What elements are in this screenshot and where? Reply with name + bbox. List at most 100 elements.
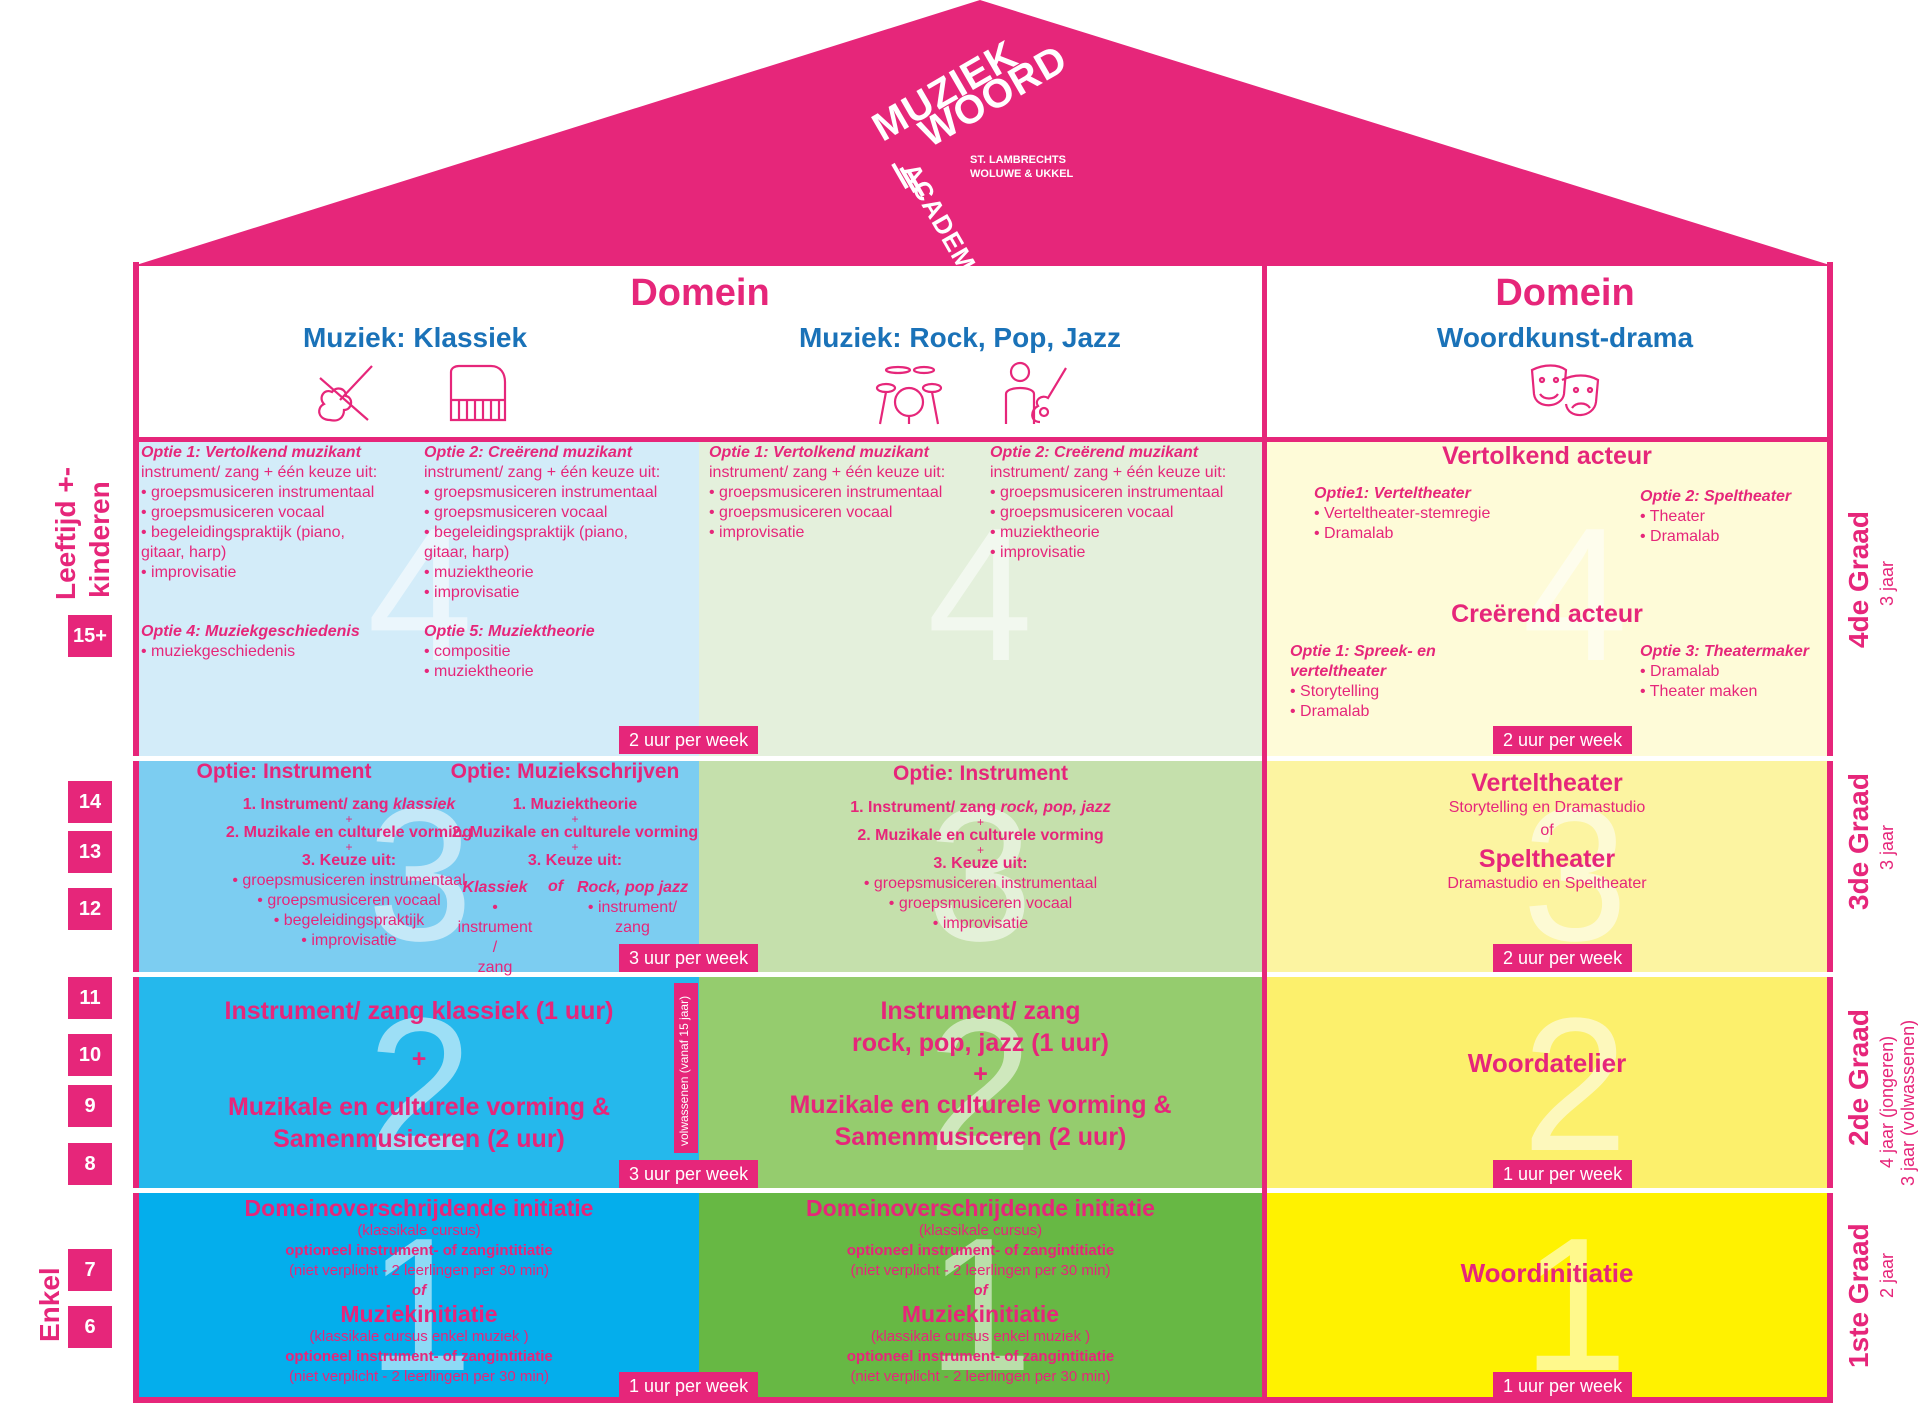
option-line: • muziekgeschiedenis bbox=[141, 643, 296, 660]
option-line: instrument/ zang + één keuze uit: bbox=[709, 464, 946, 481]
age-badge: 8 bbox=[68, 1143, 112, 1185]
piano-icon bbox=[449, 364, 507, 422]
r1-line: optioneel instrument- of zangintitiatie bbox=[846, 1348, 1115, 1365]
hours-badge: 1 uur per week bbox=[1493, 1160, 1633, 1188]
r1-line: (klassikale cursus) bbox=[357, 1222, 481, 1239]
r4-klassiek-bg bbox=[139, 442, 699, 758]
option-title: Optie 2: Creërend muzikant bbox=[990, 444, 1199, 461]
r2-line: rock, pop, jazz (1 uur) bbox=[852, 1029, 1109, 1057]
r4-klassiek-opt2: Optie 2: Creërend muzikant instrument/ z… bbox=[424, 443, 699, 603]
option-line: • compositie bbox=[424, 643, 511, 660]
age-badge: 14 bbox=[68, 781, 112, 823]
header-woord: Woordkunst-drama bbox=[1436, 322, 1694, 353]
option-line: • groepsmusiceren instrumentaal bbox=[709, 484, 943, 501]
r4-rock-opt2: Optie 2: Creërend muzikant instrument/ z… bbox=[990, 443, 1262, 563]
option-line: • improvisatie bbox=[141, 564, 237, 581]
domein-title-woord: Domein bbox=[1495, 272, 1635, 314]
r1-title: Domeinoverschrijdende initiatie bbox=[244, 1195, 594, 1221]
option-line: • Dramalab bbox=[1314, 525, 1394, 542]
row-separator bbox=[133, 1188, 1833, 1193]
step-line: 1. Muziektheorie bbox=[512, 796, 638, 813]
option-title: Optie 1: Spreek- en bbox=[1290, 643, 1436, 660]
big-number-1: 1 bbox=[927, 1199, 1033, 1411]
r4-klassiek-opt5: Optie 5: Muziektheorie • compositie • mu… bbox=[424, 622, 699, 682]
sub-title: Rock, pop jazz bbox=[576, 879, 689, 896]
grade-label-3: 3de Graad bbox=[1843, 773, 1874, 910]
option-line: gitaar, harp) bbox=[141, 544, 227, 561]
option-title: Optie1: Verteltheater bbox=[1314, 485, 1471, 502]
logo-place1: ST. LAMBRECHTS bbox=[970, 154, 1066, 166]
r2-woord: Woordatelier bbox=[1467, 1048, 1627, 1078]
option-line: instrument/ zang + één keuze uit: bbox=[990, 464, 1227, 481]
r2-line: Samenmusiceren (2 uur) bbox=[273, 1125, 565, 1153]
big-number-2: 2 bbox=[927, 979, 1033, 1191]
r1-rock-bg bbox=[699, 1190, 1262, 1397]
step-line: 2. Muzikale en culturele vorming bbox=[225, 824, 473, 841]
option-title: Optie 4: Muziekgeschiedenis bbox=[141, 623, 360, 640]
option-line: • Dramalab bbox=[1640, 663, 1720, 680]
plus-sign: + bbox=[571, 840, 579, 854]
r1-title: Muziekinitiatie bbox=[901, 1301, 1060, 1327]
violin-icon bbox=[318, 365, 373, 422]
logo-place2: WOLUWE & UKKEL bbox=[970, 168, 1074, 180]
option-line: • groepsmusiceren vocaal bbox=[888, 895, 1073, 912]
option-line: • improvisatie bbox=[990, 544, 1086, 561]
r1-line: (klassikale cursus) bbox=[918, 1222, 1043, 1239]
grade-years-2a: 4 jaar (jongeren) bbox=[1877, 1035, 1897, 1168]
r3-klassiek-bg bbox=[139, 758, 699, 974]
house-frame bbox=[133, 262, 1833, 1403]
big-number-3: 3 bbox=[1522, 769, 1628, 981]
option-title: Optie 2: Speltheater bbox=[1640, 488, 1792, 505]
hours-badge: 1 uur per week bbox=[1493, 1372, 1633, 1400]
option-line: • muziektheorie bbox=[424, 663, 534, 680]
r1-line: (niet verplicht - 2 leerlingen per 30 mi… bbox=[850, 1368, 1111, 1385]
big-number-1: 1 bbox=[1522, 1199, 1628, 1411]
option-line: • Dramalab bbox=[1640, 528, 1720, 545]
r4-rock-bg bbox=[699, 442, 1262, 758]
header-klassiek: Muziek: Klassiek bbox=[302, 322, 528, 353]
r2-line: Instrument/ zang klassiek (1 uur) bbox=[224, 997, 614, 1025]
r1-line: optioneel instrument- of zangintitiatie bbox=[285, 1348, 553, 1365]
step-text: 1. Instrument/ zang bbox=[850, 799, 1001, 816]
r1-line: (niet verplicht - 2 leerlingen per 30 mi… bbox=[288, 1368, 550, 1385]
r1-rock: Domeinoverschrijdende initiatie (klassik… bbox=[699, 1195, 1262, 1387]
r2-rock-bg bbox=[699, 974, 1262, 1190]
option-line: instrument/ zang + één keuze uit: bbox=[141, 464, 378, 481]
r4-woord-opt4: Optie 3: Theatermaker • Dramalab • Theat… bbox=[1640, 642, 1827, 702]
option-line: • begeleidingspraktijk (piano, bbox=[141, 524, 345, 541]
r2-line: Instrument/ zang bbox=[880, 997, 1081, 1025]
plus-sign: + bbox=[976, 815, 984, 829]
step-line: 3. Keuze uit: bbox=[301, 852, 397, 869]
option-title: Optie 1: Vertolkend muzikant bbox=[709, 444, 929, 461]
hours-badge: 3 uur per week bbox=[619, 944, 759, 972]
step-emph: klassiek bbox=[392, 796, 456, 813]
grade-years-1: 2 jaar bbox=[1877, 1252, 1897, 1298]
option-line: • groepsmusiceren vocaal bbox=[424, 504, 608, 521]
theatre-title: Speltheater bbox=[1478, 845, 1616, 873]
r1-klassiek: Domeinoverschrijdende initiatie (klassik… bbox=[139, 1195, 699, 1387]
r3-woord: Verteltheater Storytelling en Dramastudi… bbox=[1267, 768, 1827, 894]
option-line: • groepsmusiceren instrumentaal bbox=[863, 875, 1098, 892]
r2-rock: Instrument/ zang rock, pop, jazz (1 uur)… bbox=[699, 995, 1262, 1153]
drums-icon bbox=[875, 365, 943, 425]
age-badge: 10 bbox=[68, 1034, 112, 1076]
option-line: zang bbox=[615, 919, 650, 936]
r2-line: Samenmusiceren (2 uur) bbox=[834, 1123, 1127, 1151]
big-number-3: 3 bbox=[367, 769, 473, 981]
r1-line: (klassikale cursus enkel muziek ) bbox=[870, 1328, 1091, 1345]
option-line: • groepsmusiceren instrumentaal bbox=[424, 484, 658, 501]
option-title: Optie 3: Theatermaker bbox=[1640, 643, 1809, 660]
option-line: • instrument / bbox=[457, 899, 533, 956]
age-badge: 11 bbox=[68, 977, 112, 1019]
row-separator bbox=[133, 756, 1833, 761]
r1-klassiek-bg bbox=[139, 1190, 699, 1397]
r3-klassiek-title2: Optie: Muziekschrijven bbox=[450, 760, 680, 783]
hours-badge: 1 uur per week bbox=[619, 1372, 759, 1400]
singer-guitar-icon bbox=[1004, 361, 1067, 424]
option-line: • begeleidingspraktijk (piano, bbox=[424, 524, 628, 541]
option-line: • improvisatie bbox=[424, 584, 520, 601]
theatre-masks-icon bbox=[1530, 364, 1600, 417]
option-title: verteltheater bbox=[1290, 663, 1387, 680]
option-line: • groepsmusiceren vocaal bbox=[141, 504, 325, 521]
adult-side-text: volwassenen (vanaf 15 jaar) bbox=[677, 995, 691, 1146]
